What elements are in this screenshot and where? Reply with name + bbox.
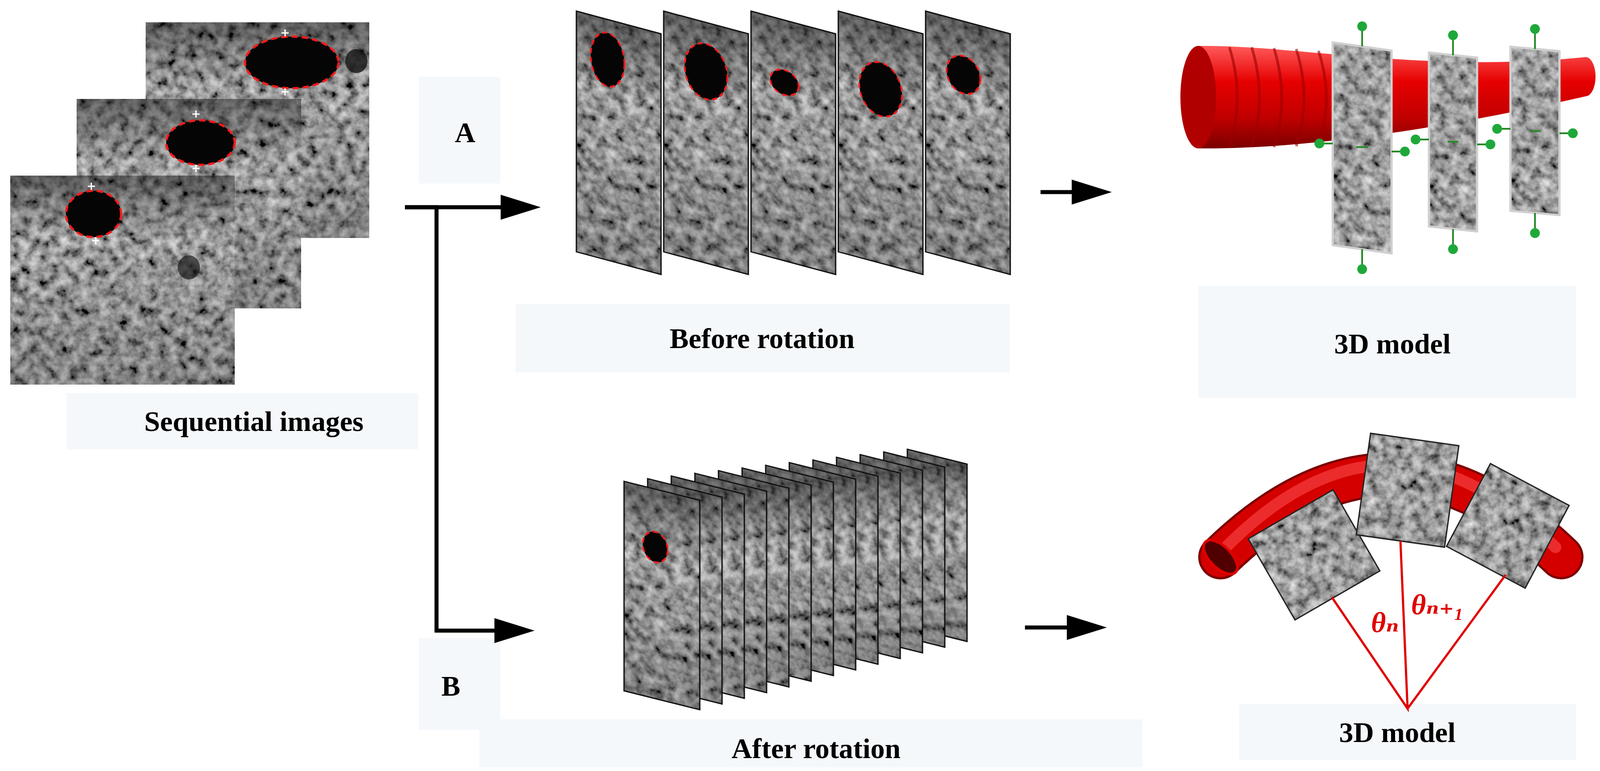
vessel-contour (684, 38, 728, 106)
caption-ground (479, 718, 1143, 768)
frame-edge (576, 11, 662, 275)
marker-ball (1530, 228, 1540, 238)
vessel-contour (65, 190, 122, 237)
caption-ground (418, 76, 501, 184)
ultrasound-image (10, 175, 235, 385)
ultrasound-image (751, 11, 836, 275)
frame-edge (624, 481, 700, 710)
caliper-mark (87, 182, 100, 245)
dark-spot (345, 48, 368, 74)
image-frame (663, 11, 749, 275)
image-frame (1446, 463, 1569, 588)
frame-edge (925, 11, 1011, 275)
connector-arrow (1024, 614, 1107, 640)
caliper-mark (192, 110, 200, 172)
marker-ball (1492, 123, 1503, 134)
angle-label: θₙ (1371, 606, 1400, 638)
dark-spot (177, 255, 200, 280)
ultrasound-image (925, 11, 1011, 275)
connector-arrow (404, 207, 535, 643)
marker-ball (1314, 138, 1325, 149)
image-frame (838, 11, 923, 275)
frame-edge (838, 11, 923, 275)
image-panel: Before rotation (540, 6, 1041, 377)
panel-caption: 3D model (1334, 327, 1451, 361)
angle-label: θₙ₊₁ (1411, 588, 1465, 621)
marker-ball (1448, 244, 1458, 254)
vessel-contour (166, 120, 235, 165)
frame-edge (663, 11, 749, 275)
ultrasound-stack (10, 22, 370, 385)
connector-line (1024, 625, 1067, 630)
panel-caption: 3D model (1338, 715, 1456, 749)
vessel-contour (244, 36, 339, 89)
image-frame (1356, 432, 1459, 547)
arrow-head (494, 617, 535, 643)
marker-ball (1357, 21, 1368, 32)
curved-vessel-model (1197, 432, 1570, 709)
ultrasound-image (1446, 463, 1569, 588)
arrow-head (1071, 179, 1112, 205)
tube-opening (1197, 534, 1244, 580)
frame-edge (1446, 463, 1569, 588)
caption-ground (66, 392, 419, 449)
image-frame (576, 11, 662, 275)
connector-arrow (1040, 179, 1112, 205)
image-frame (925, 11, 1011, 275)
caption-ground (1239, 703, 1576, 760)
marker-ball (1357, 264, 1368, 274)
image-shade (10, 175, 235, 385)
frame-edge (1356, 432, 1459, 547)
marker-ball (1530, 24, 1540, 34)
vessel-contour (770, 66, 799, 99)
panel-caption: Sequential images (144, 404, 364, 438)
tube-ribs (1229, 47, 1327, 147)
vessel-contour (590, 28, 625, 91)
caliper-mark (281, 29, 289, 96)
ultrasound-image (576, 11, 662, 275)
marker-ball (1567, 128, 1578, 139)
image-panel: Sequential images (8, 17, 405, 446)
image-frame (624, 481, 700, 710)
marker-ball (1448, 30, 1458, 41)
frame-edge (751, 11, 836, 275)
tube-end (1180, 45, 1217, 149)
tracking-markers (1319, 26, 1573, 270)
image-frame (751, 11, 836, 275)
panel-caption: Before rotation (669, 322, 855, 356)
straight-vessel-model (1180, 21, 1596, 274)
vessel-contour (946, 51, 981, 98)
ultrasound-image (1356, 432, 1459, 547)
image-panel: 3D model (1106, 414, 1597, 767)
ultrasound-image (663, 11, 749, 275)
edge-label: A (454, 116, 476, 150)
before-rotation-frames (576, 11, 1011, 275)
marker-stem (1319, 26, 1573, 270)
tracking-markers (1314, 21, 1578, 274)
edge-label: B (441, 669, 461, 703)
vessel-contour (642, 528, 668, 565)
caption-ground (1198, 285, 1576, 398)
connector-line (404, 207, 495, 631)
connector-line (1040, 190, 1072, 195)
vessel-contour (859, 57, 903, 123)
image-panel: 3D model (1111, 6, 1598, 404)
caption-ground (418, 637, 501, 730)
after-rotation-frames (624, 448, 968, 710)
marker-ball (1410, 134, 1421, 145)
marker-ball (1485, 139, 1496, 150)
ultrasound-image (624, 481, 700, 710)
angle-lines (1331, 540, 1506, 709)
caption-ground (515, 303, 1010, 373)
arrow-head (1066, 614, 1107, 640)
image-panel: After rotation (534, 445, 1025, 770)
marker-ball (1400, 146, 1410, 157)
ultrasound-image (838, 11, 923, 275)
panel-caption: After rotation (731, 731, 901, 765)
arrow-head (500, 194, 541, 220)
